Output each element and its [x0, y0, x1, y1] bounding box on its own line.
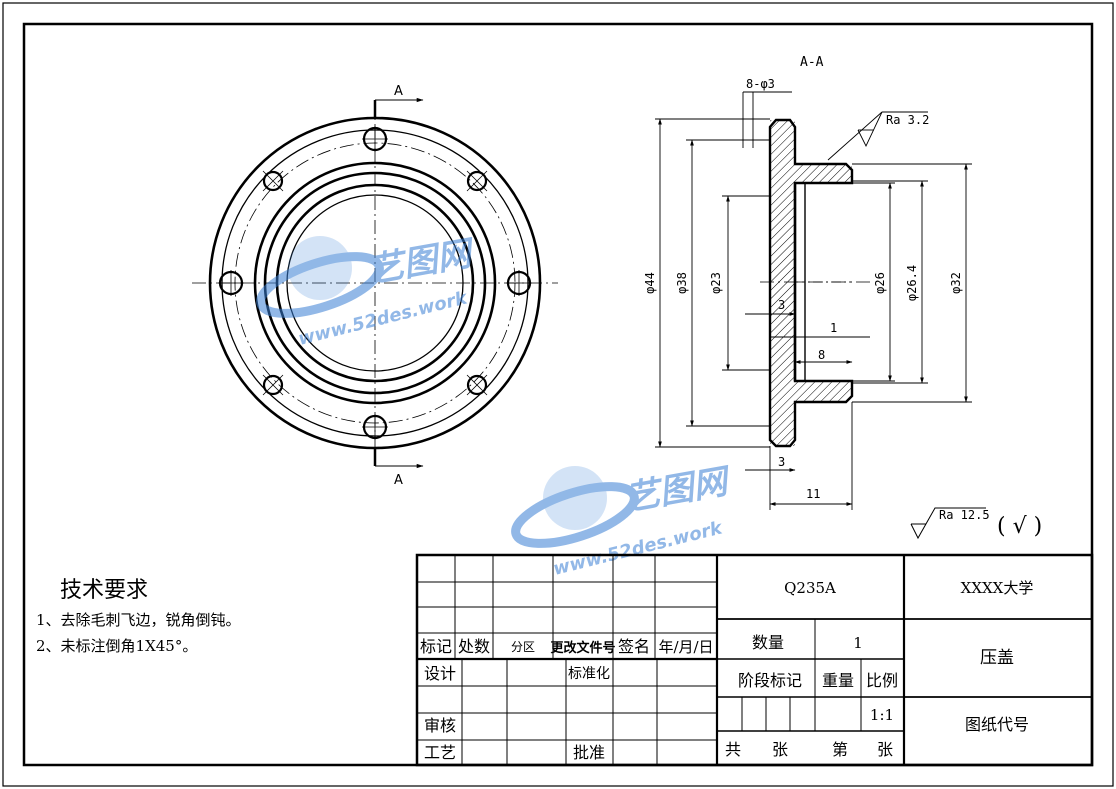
school: XXXX大学 — [961, 579, 1034, 597]
roughness-ra32: Ra 3.2 — [886, 113, 929, 127]
tech-req-item: 2、未标注倒角1X45°。 — [36, 637, 197, 655]
part-name: 压盖 — [980, 648, 1014, 668]
tech-req-title: 技术要求 — [60, 578, 148, 603]
rev-header: 标记 — [420, 637, 452, 656]
svg-text:艺图网: 艺图网 — [367, 233, 479, 291]
cut-mark-bottom: A — [394, 473, 403, 488]
general-roughness-note: ( √ ) — [997, 514, 1042, 539]
material: Q235A — [784, 579, 836, 597]
dim-d26: φ26 — [873, 272, 887, 294]
cut-mark-top: A — [394, 84, 403, 99]
standardize-label: 标准化 — [568, 666, 610, 682]
sheet-no: 第 — [832, 740, 848, 759]
dim-d32: φ32 — [949, 272, 963, 294]
process-label: 工艺 — [424, 743, 456, 762]
approve-label: 批准 — [573, 743, 605, 762]
quantity-label: 数量 — [752, 633, 784, 652]
tech-req-item: 1、去除毛刺飞边，锐角倒钝。 — [36, 611, 241, 629]
title-block-text: Q235A XXXX大学 压盖 图纸代号 数量 1 阶段标记 重量 比例 1:1… — [420, 579, 1033, 762]
svg-text:艺图网: 艺图网 — [623, 461, 735, 519]
scale-value: 1:1 — [870, 706, 894, 724]
dim-w3b: 3 — [778, 455, 785, 469]
rev-header: 签名 — [618, 637, 650, 656]
dim-d23: φ23 — [709, 272, 723, 294]
general-roughness-value: Ra 12.5 — [939, 508, 990, 522]
review-label: 审核 — [424, 716, 456, 735]
dim-w11: 11 — [806, 487, 820, 501]
sheet-zhang: 张 — [772, 740, 788, 759]
dim-d38: φ38 — [675, 272, 689, 294]
design-label: 设计 — [424, 664, 456, 683]
section-title: A-A — [800, 55, 824, 70]
scale-label: 比例 — [866, 671, 898, 690]
rev-header: 分区 — [511, 640, 535, 654]
dim-w1: 1 — [830, 321, 837, 335]
title-block — [415, 553, 1094, 767]
weight-label: 重量 — [822, 671, 854, 690]
rev-header: 更改文件号 — [550, 640, 615, 656]
holes-note: 8-φ3 — [746, 77, 775, 91]
general-roughness-symbol — [910, 507, 986, 540]
rev-header: 处数 — [458, 637, 490, 656]
front-view — [192, 97, 558, 469]
dim-w3a: 3 — [778, 298, 785, 312]
quantity-value: 1 — [853, 634, 863, 652]
section-view — [655, 91, 972, 510]
drawing-no-label: 图纸代号 — [965, 715, 1029, 734]
dim-w8: 8 — [818, 348, 825, 362]
dim-d264: φ26.4 — [905, 265, 919, 301]
sheet-total: 共 — [725, 740, 741, 759]
dim-d44: φ44 — [643, 272, 657, 294]
watermark-logo-2: 艺图网 www.52des.work — [511, 461, 735, 580]
sheet-zhang-2: 张 — [877, 740, 893, 759]
rev-header: 年/月/日 — [658, 638, 713, 656]
stage-label: 阶段标记 — [738, 671, 802, 690]
